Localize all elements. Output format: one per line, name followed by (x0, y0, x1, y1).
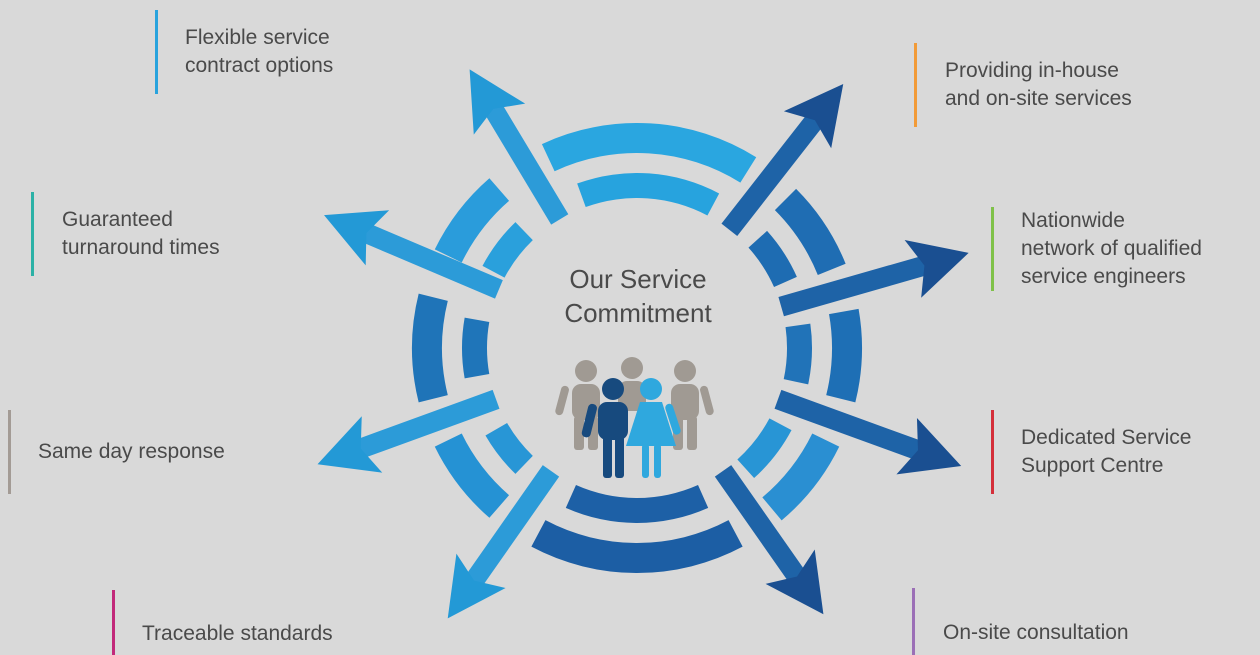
people-group-icon (555, 357, 714, 478)
ring-segment (737, 418, 792, 479)
callout-accent-bar (31, 192, 34, 276)
callout-accent-bar (912, 588, 915, 655)
ring-segment (774, 188, 846, 275)
person-woman-icon (626, 378, 681, 478)
ring-segment (412, 293, 448, 403)
ring-segment (577, 173, 720, 216)
callout-onsite-consultation: On-site consultation (912, 588, 1129, 655)
callout-guaranteed-turnaround: Guaranteed turnaround times (31, 192, 220, 276)
ring-group (412, 123, 862, 573)
arrow-icon (447, 465, 560, 619)
ring-segment (783, 323, 813, 385)
callout-label: On-site consultation (943, 620, 1129, 644)
callout-nationwide-network: Nationwide network of qualified service … (991, 207, 1202, 291)
callout-accent-bar (155, 10, 158, 94)
ring-segment (461, 317, 490, 379)
callout-accent-bar (8, 410, 11, 494)
arrow-icon (778, 240, 969, 317)
ring-segment (531, 520, 743, 573)
callout-label: Traceable standards (142, 621, 333, 645)
ring-segment (826, 308, 862, 403)
callout-same-day-response: Same day response (8, 410, 225, 494)
ring-segment (762, 433, 840, 521)
callout-inhouse-onsite: Providing in-house and on-site services (914, 43, 1132, 127)
person-grey-middle-icon (618, 357, 646, 411)
callout-accent-bar (991, 207, 994, 291)
person-man-icon (581, 378, 628, 478)
callout-label: Dedicated Service Support Centre (1021, 426, 1192, 477)
ring-segment (482, 222, 533, 278)
arrow-icon (469, 69, 569, 225)
callout-label: Nationwide network of qualified service … (1021, 209, 1202, 288)
arrow-icon (324, 210, 503, 299)
callout-accent-bar (112, 590, 115, 655)
ring-segment (565, 485, 709, 523)
ring-segment (541, 123, 757, 183)
callout-label: Flexible service contract options (185, 26, 334, 77)
ring-segment (748, 230, 797, 287)
callout-label: Providing in-house and on-site services (945, 59, 1132, 110)
callout-flexible-contracts: Flexible service contract options (155, 10, 333, 94)
callout-label: Guaranteed turnaround times (62, 208, 220, 259)
callout-label: Same day response (38, 440, 225, 463)
callout-traceable-standards: Traceable standards (112, 590, 333, 655)
arrow-group (317, 69, 969, 619)
arrow-icon (714, 465, 824, 615)
callout-accent-bar (914, 43, 917, 127)
callout-dedicated-support: Dedicated Service Support Centre (991, 410, 1191, 494)
arrow-icon (721, 84, 844, 236)
callout-accent-bar (991, 410, 994, 494)
ring-segment (485, 423, 533, 474)
diagram-center-title: Our Service Commitment (564, 264, 712, 328)
person-grey-right-icon (671, 360, 714, 450)
ring-segment (434, 433, 510, 518)
ring-segment (434, 178, 510, 263)
arrow-icon (774, 389, 962, 475)
arrow-icon (317, 389, 500, 473)
